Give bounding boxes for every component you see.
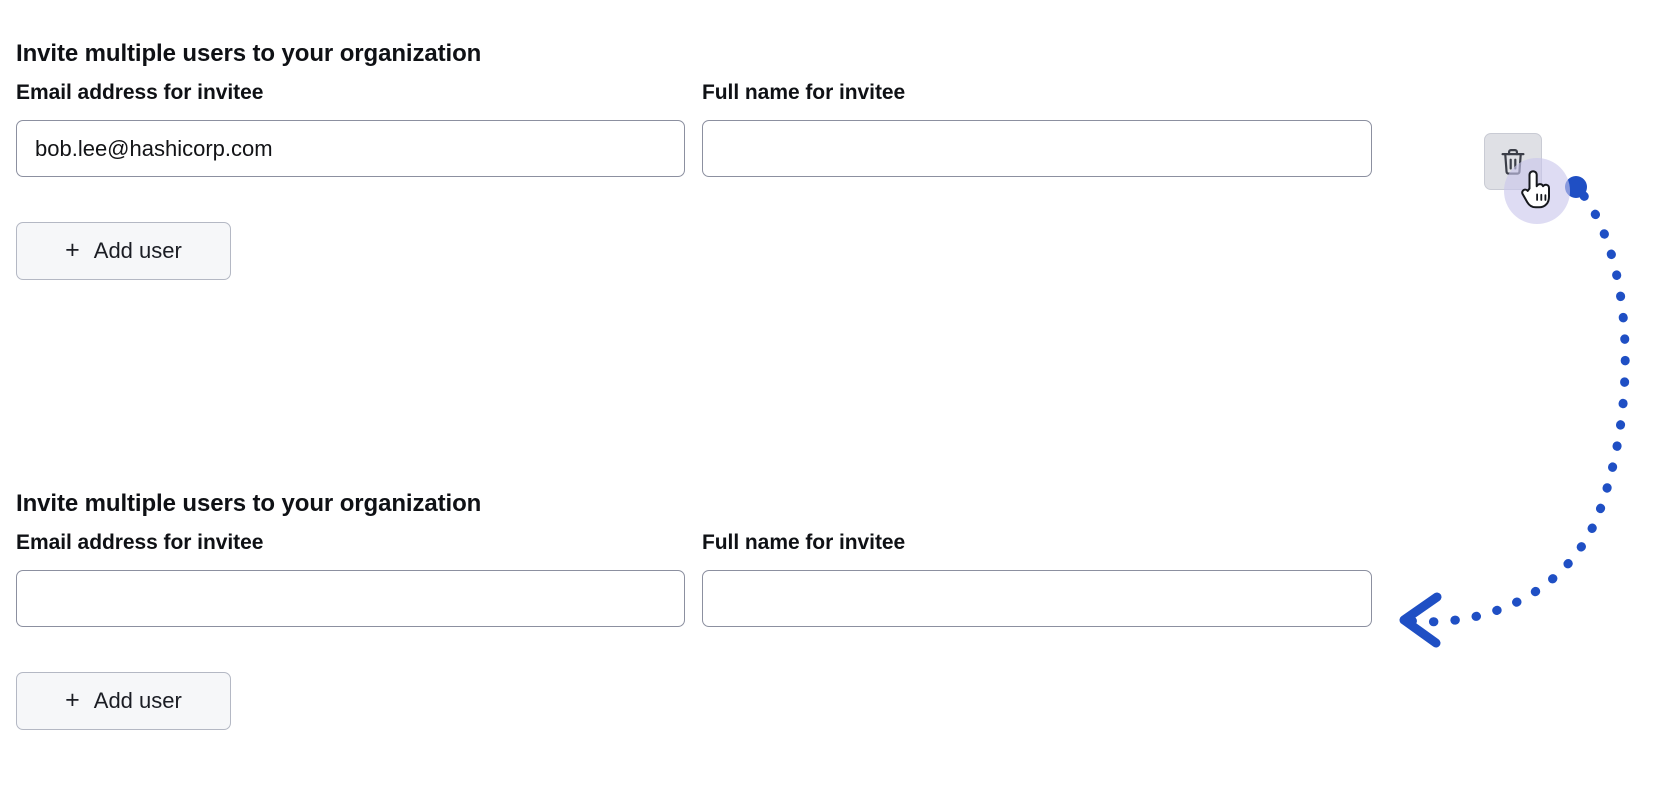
email-field-group-2: Email address for invitee <box>16 530 685 627</box>
fullname-input[interactable] <box>702 120 1372 177</box>
email-input[interactable] <box>16 120 685 177</box>
email-field-label: Email address for invitee <box>16 81 264 104</box>
fullname-field-label-2: Full name for invitee <box>702 531 906 554</box>
fullname-field-group: Full name for invitee <box>702 80 1372 177</box>
plus-icon-2: + <box>65 685 80 714</box>
delete-invitee-button[interactable] <box>1484 133 1542 190</box>
fullname-field-group-2: Full name for invitee <box>702 530 1372 627</box>
invitee-field-row-2: Email address for invitee Full name for … <box>0 530 1672 650</box>
trash-icon <box>1499 147 1527 177</box>
page-title-2: Invite multiple users to your organizati… <box>16 489 482 517</box>
email-input-2[interactable] <box>16 570 685 627</box>
fullname-input-2[interactable] <box>702 570 1372 627</box>
plus-icon: + <box>65 235 80 264</box>
add-user-button-label: Add user <box>93 238 182 263</box>
fullname-field-label: Full name for invitee <box>702 81 906 104</box>
add-user-button-2[interactable]: + Add user <box>16 672 231 730</box>
page-title: Invite multiple users to your organizati… <box>16 39 482 67</box>
email-field-label-2: Email address for invitee <box>16 531 264 554</box>
add-user-button[interactable]: + Add user <box>16 222 231 280</box>
add-user-button-label-2: Add user <box>93 688 182 713</box>
invitee-field-row: Email address for invitee Full name for … <box>0 80 1672 200</box>
email-field-group: Email address for invitee <box>16 80 685 177</box>
